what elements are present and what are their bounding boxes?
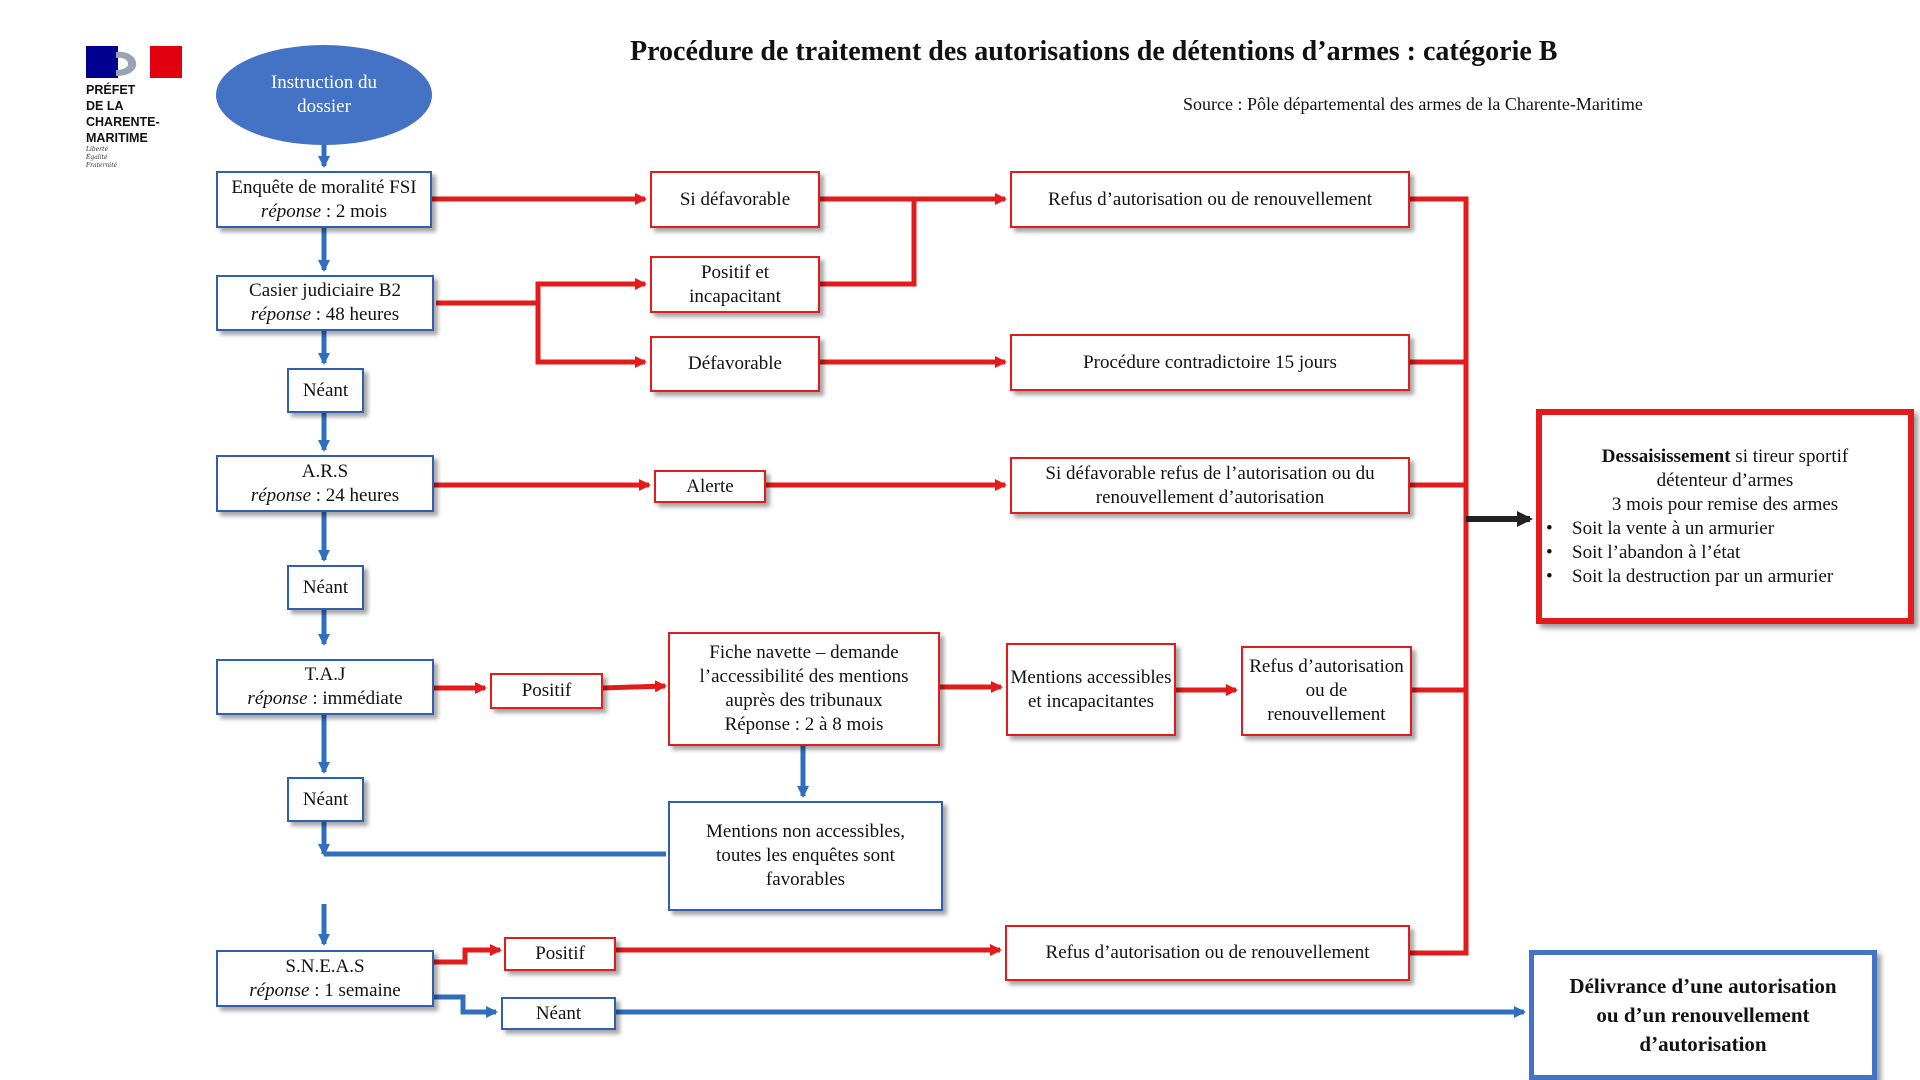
neant-after-ars: Néant xyxy=(287,565,364,610)
outcome-si-defavorable: Si défavorable xyxy=(650,171,820,228)
check-taj-response-label: réponse xyxy=(247,688,308,709)
logo-line-3: CHARENTE- xyxy=(86,115,160,129)
result-ars-refus: Si défavorable refus de l’autorisation o… xyxy=(1010,457,1410,514)
mentions-accessibles-line-1: Mentions accessibles xyxy=(1010,666,1172,688)
fiche-navette-line-4: Réponse : 2 à 8 mois xyxy=(724,714,884,735)
result-refus-taj-line-2: ou de xyxy=(1305,680,1348,701)
check-taj-label: T.A.J xyxy=(304,664,346,685)
logo-line-4: MARITIME xyxy=(86,131,148,145)
logo-motto-1: Liberté xyxy=(86,146,109,153)
check-b2-response-label: réponse xyxy=(250,304,312,325)
neant-after-b2: Néant xyxy=(287,368,364,413)
check-sneas-response: : 1 semaine xyxy=(309,979,401,1001)
result-refus-sneas: Refus d’autorisation ou de renouvellemen… xyxy=(1005,925,1410,981)
logo-line-2: DE LA xyxy=(86,99,124,113)
result-ars-refus-line-1: Si défavorable refus de l’autorisation o… xyxy=(1045,462,1375,484)
start-ellipse: Instruction du dossier xyxy=(216,45,432,145)
dessaisissement-line-2: détenteur d’armes xyxy=(1656,469,1794,491)
dessaisissement-option: Soit la destruction par un armurier xyxy=(1546,565,1908,589)
result-refus-fsi: Refus d’autorisation ou de renouvellemen… xyxy=(1010,171,1410,228)
neant-after-taj: Néant xyxy=(287,777,364,822)
outcome-positif-incapacitant-line-2: incapacitant xyxy=(689,285,781,307)
logo-motto-2: Égalité xyxy=(86,154,108,161)
mentions-non-accessibles-line-2: toutes les enquêtes sont xyxy=(716,845,895,866)
outcome-positif-incapacitant: Positif et incapacitant xyxy=(650,256,820,313)
check-ars: A.R.S réponse : 24 heures xyxy=(216,455,434,512)
marianne-flag-icon xyxy=(86,46,182,78)
mentions-accessibles: Mentions accessibles et incapacitantes xyxy=(1006,643,1176,736)
neant-sneas: Néant xyxy=(501,997,616,1030)
check-fsi-label: Enquête de moralité FSI xyxy=(231,176,417,198)
check-sneas-label: S.N.E.A.S xyxy=(285,955,365,977)
outcome-alerte: Alerte xyxy=(654,470,766,503)
check-b2-label: Casier judiciaire B2 xyxy=(249,280,401,301)
check-b2-response: : 48 heures xyxy=(311,304,400,325)
logo-line-1: PRÉFET xyxy=(86,83,136,97)
check-fsi: Enquête de moralité FSI réponse : 2 mois xyxy=(216,171,432,228)
logo-motto-3: Fraternité xyxy=(86,162,118,169)
result-refus-taj: Refus d’autorisation ou de renouvellemen… xyxy=(1241,646,1412,736)
source-note: Source : Pôle départemental des armes de… xyxy=(1183,94,1643,114)
check-sneas: S.N.E.A.S réponse : 1 semaine xyxy=(216,950,434,1007)
check-taj: T.A.J réponse : immédiate xyxy=(216,659,434,715)
delivrance-line-3: d’autorisation xyxy=(1639,1031,1767,1056)
dessaisissement-option: Soit la vente à un armurier xyxy=(1546,517,1908,541)
outcome-positif-sneas: Positif xyxy=(504,937,616,971)
prefecture-logo: PRÉFET DE LA CHARENTE- MARITIME Liberté … xyxy=(86,46,186,186)
start-line-2: dossier xyxy=(297,96,351,117)
fiche-navette-line-2: l’accessibilité des mentions xyxy=(699,666,909,687)
delivrance-box: Délivrance d’une autorisation ou d’un re… xyxy=(1529,950,1877,1080)
dessaisissement-condition: si tireur sportif xyxy=(1730,445,1849,467)
result-refus-taj-line-3: renouvellement xyxy=(1267,704,1386,725)
delivrance-line-2: ou d’un renouvellement xyxy=(1596,1002,1810,1027)
check-fsi-response: : 2 mois xyxy=(321,200,388,222)
dessaisissement-options: Soit la vente à un armurier Soit l’aband… xyxy=(1542,517,1908,589)
dessaisissement-title: Dessaisissement xyxy=(1601,445,1731,467)
check-taj-response: : immédiate xyxy=(307,688,403,709)
mentions-non-accessibles: Mentions non accessibles, toutes les enq… xyxy=(668,801,943,911)
page-title: Procédure de traitement des autorisation… xyxy=(630,36,1558,67)
check-fsi-response-label: réponse xyxy=(260,200,322,222)
check-ars-response: : 24 heures xyxy=(311,484,400,506)
fiche-navette: Fiche navette – demande l’accessibilité … xyxy=(668,632,940,746)
dessaisissement-option: Soit l’abandon à l’état xyxy=(1546,541,1908,565)
outcome-defavorable: Défavorable xyxy=(650,336,820,392)
outcome-positif-incapacitant-line-1: Positif et xyxy=(700,261,770,283)
outcome-positif-taj: Positif xyxy=(490,673,603,709)
mentions-non-accessibles-line-3: favorables xyxy=(765,869,846,890)
result-procedure-contradictoire: Procédure contradictoire 15 jours xyxy=(1010,334,1410,391)
result-refus-taj-line-1: Refus d’autorisation xyxy=(1249,656,1404,677)
dessaisissement-box: Dessaisissement si tireur sportif détent… xyxy=(1536,409,1914,624)
fiche-navette-line-3: auprès des tribunaux xyxy=(725,690,883,711)
start-line-1: Instruction du xyxy=(270,72,378,93)
result-ars-refus-line-2: renouvellement d’autorisation xyxy=(1095,486,1325,508)
check-sneas-response-label: réponse xyxy=(249,979,310,1001)
delivrance-line-1: Délivrance d’une autorisation xyxy=(1569,973,1837,998)
check-ars-label: A.R.S xyxy=(301,460,349,482)
fiche-navette-line-1: Fiche navette – demande xyxy=(709,642,899,663)
mentions-non-accessibles-line-1: Mentions non accessibles, xyxy=(706,821,905,842)
dessaisissement-line-3: 3 mois pour remise des armes xyxy=(1611,493,1839,515)
check-b2: Casier judiciaire B2 réponse : 48 heures xyxy=(216,275,434,331)
mentions-accessibles-line-2: et incapacitantes xyxy=(1027,690,1155,712)
check-ars-response-label: réponse xyxy=(250,484,312,506)
